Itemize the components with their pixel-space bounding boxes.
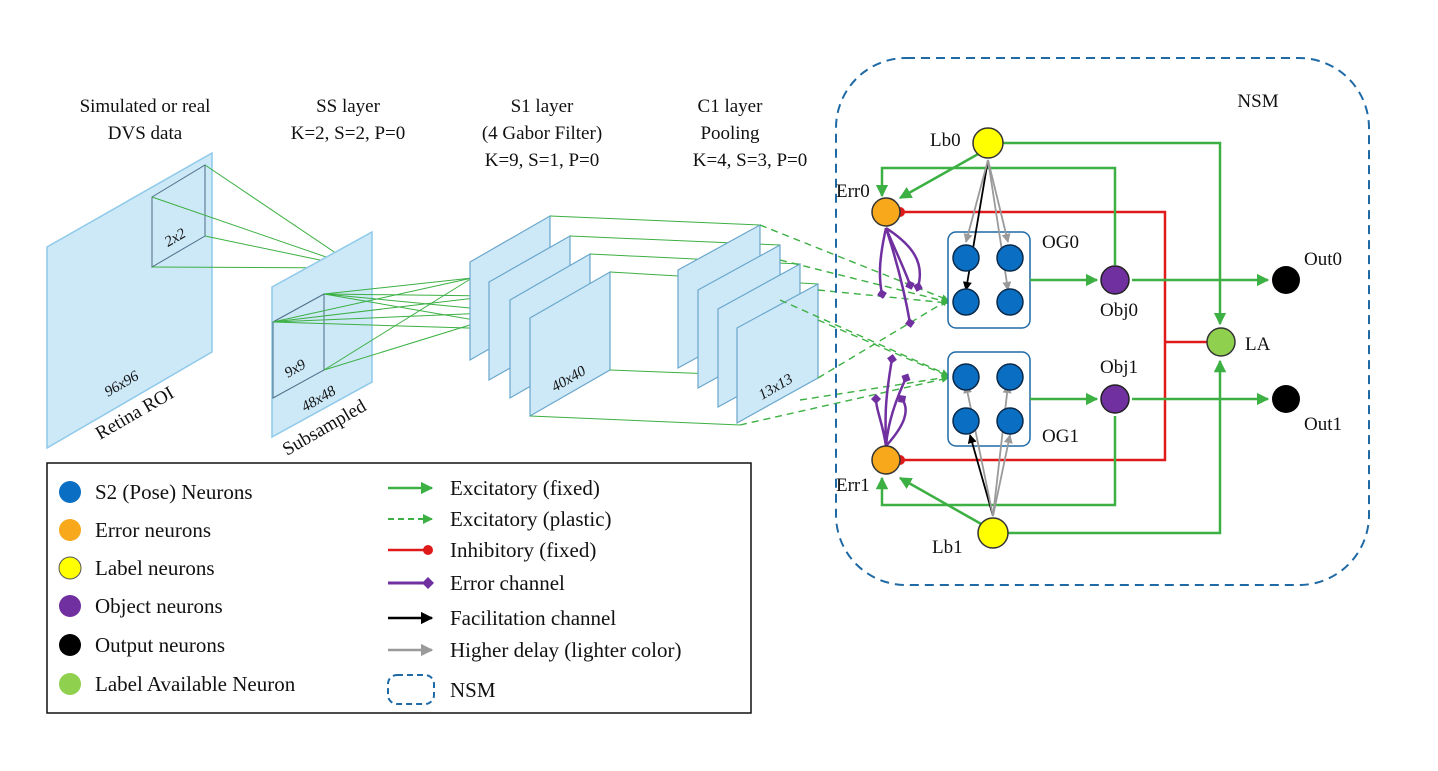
legend-nsm-label: NSM — [450, 678, 496, 702]
s1-stage: S1 layer (4 Gabor Filter) K=9, S=1, P=0 … — [469, 96, 611, 418]
nsm-boundary — [835, 57, 1370, 586]
legend-object-swatch — [59, 595, 81, 617]
la-label: LA — [1245, 334, 1271, 355]
out1-neuron — [1272, 385, 1300, 413]
c1-title-line2: Pooling — [700, 123, 760, 144]
lb1-label: Lb1 — [932, 537, 963, 558]
ss-stage: SS layer K=2, S=2, P=0 9x9 48x48 Subsamp… — [271, 96, 406, 460]
input-title-line1: Simulated or real — [80, 96, 211, 117]
legend-error-swatch — [59, 519, 81, 541]
legend-object-label: Object neurons — [95, 594, 223, 618]
obj0-neuron — [1100, 265, 1130, 295]
legend-nsm-swatch — [387, 674, 435, 705]
legend-label-neurons-label: Label neurons — [95, 556, 215, 580]
og1-neuron-4 — [996, 407, 1024, 435]
legend-la-swatch — [59, 673, 81, 695]
input-title-line2: DVS data — [108, 123, 183, 144]
legend-facilitation-label: Facilitation channel — [450, 606, 616, 630]
out0-neuron — [1272, 266, 1300, 294]
legend-inhibitory-label: Inhibitory (fixed) — [450, 538, 596, 562]
legend-output-label: Output neurons — [95, 633, 225, 657]
err0-neuron — [871, 197, 901, 227]
excitatory-fixed-links — [875, 141, 1270, 535]
legend-error-label: Error neurons — [95, 518, 211, 542]
c1-title-line1: C1 layer — [698, 96, 764, 117]
lb0-label: Lb0 — [930, 130, 961, 151]
nsm-title: NSM — [1237, 91, 1278, 112]
error-channels — [871, 226, 923, 447]
legend-la-label: Label Available Neuron — [95, 672, 296, 696]
og0-neuron-4 — [996, 288, 1024, 316]
lb1-fan — [963, 384, 1013, 517]
err1-label: Err1 — [836, 475, 870, 496]
input-stage: Simulated or real DVS data 2x2 96x96 Ret… — [46, 96, 213, 450]
legend-frame — [46, 462, 752, 714]
err1-neuron — [871, 445, 901, 475]
obj1-neuron — [1100, 384, 1130, 414]
out0-label: Out0 — [1304, 249, 1342, 270]
s1-title-line3: K=9, S=1, P=0 — [485, 150, 600, 171]
s2-neurons — [952, 244, 1024, 435]
s1-title-line2: (4 Gabor Filter) — [482, 123, 602, 144]
og0-label: OG0 — [1042, 232, 1079, 253]
og0-neuron-3 — [952, 288, 980, 316]
legend-error-channel-label: Error channel — [450, 571, 565, 595]
ss-title-line1: SS layer — [316, 96, 381, 117]
og0-neuron-1 — [952, 244, 980, 272]
og0-neuron-2 — [996, 244, 1024, 272]
og1-neuron-3 — [952, 407, 980, 435]
lb0-neuron — [972, 127, 1004, 159]
og1-neuron-1 — [952, 363, 980, 391]
s1-title-line1: S1 layer — [511, 96, 574, 117]
og1-neuron-2 — [996, 363, 1024, 391]
c1-stage: C1 layer Pooling K=4, S=3, P=0 13x13 — [677, 96, 819, 425]
la-neuron — [1206, 327, 1236, 357]
lb0-fan — [962, 159, 1012, 291]
legend-excitatory-plastic-label: Excitatory (plastic) — [450, 507, 612, 531]
c1-title-line3: K=4, S=3, P=0 — [693, 150, 808, 171]
og1-label: OG1 — [1042, 426, 1079, 447]
ss-title-line2: K=2, S=2, P=0 — [291, 123, 406, 144]
legend-label-swatch — [58, 556, 82, 580]
out1-label: Out1 — [1304, 414, 1342, 435]
legend-s2-label: S2 (Pose) Neurons — [95, 480, 253, 504]
legend-excitatory-fixed-label: Excitatory (fixed) — [450, 476, 600, 500]
err0-label: Err0 — [836, 181, 870, 202]
legend-delay-label: Higher delay (lighter color) — [450, 638, 682, 662]
lb1-neuron — [977, 517, 1009, 549]
obj1-label: Obj1 — [1100, 357, 1138, 378]
obj0-label: Obj0 — [1100, 300, 1138, 321]
legend: S2 (Pose) Neurons Error neurons Label ne… — [46, 462, 752, 714]
legend-s2-swatch — [59, 481, 81, 503]
legend-output-swatch — [59, 634, 81, 656]
inhibitory-links — [895, 207, 1207, 465]
